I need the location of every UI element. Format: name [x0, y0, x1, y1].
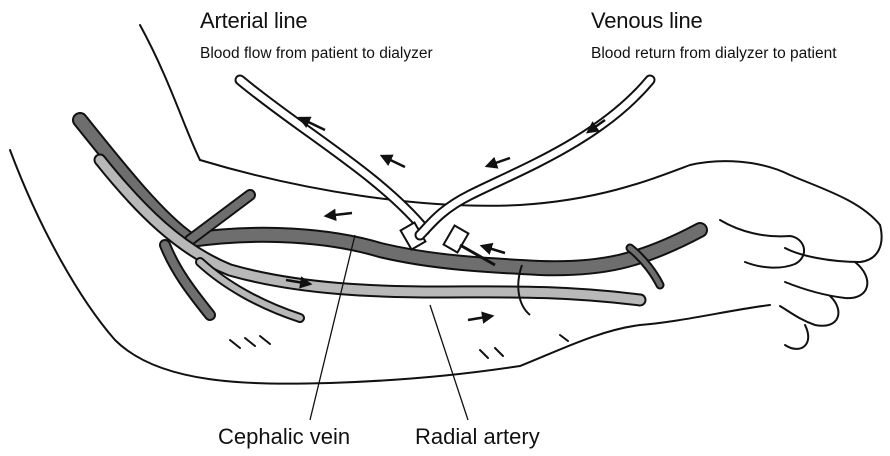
cephalic-vein-label: Cephalic vein [218, 424, 350, 450]
venous-line-subtitle: Blood return from dialyzer to patient [591, 45, 837, 63]
arrow-arterial-out [382, 156, 405, 167]
arrow-venous-return [487, 158, 510, 166]
arrow-vein-flow [482, 246, 505, 253]
venous-line-title: Venous line [591, 8, 703, 34]
arterial-line-title: Arterial line [200, 8, 307, 34]
arterial-line-subtitle: Blood flow from patient to dialyzer [200, 45, 433, 63]
venous-line-tube [420, 80, 650, 265]
arrow-vein-flow [326, 213, 352, 216]
radial-artery-label: Radial artery [415, 424, 540, 450]
cephalic-vein-leader [310, 235, 355, 420]
arrow-artery-flow [468, 316, 492, 320]
radial-artery-leader [430, 305, 468, 420]
